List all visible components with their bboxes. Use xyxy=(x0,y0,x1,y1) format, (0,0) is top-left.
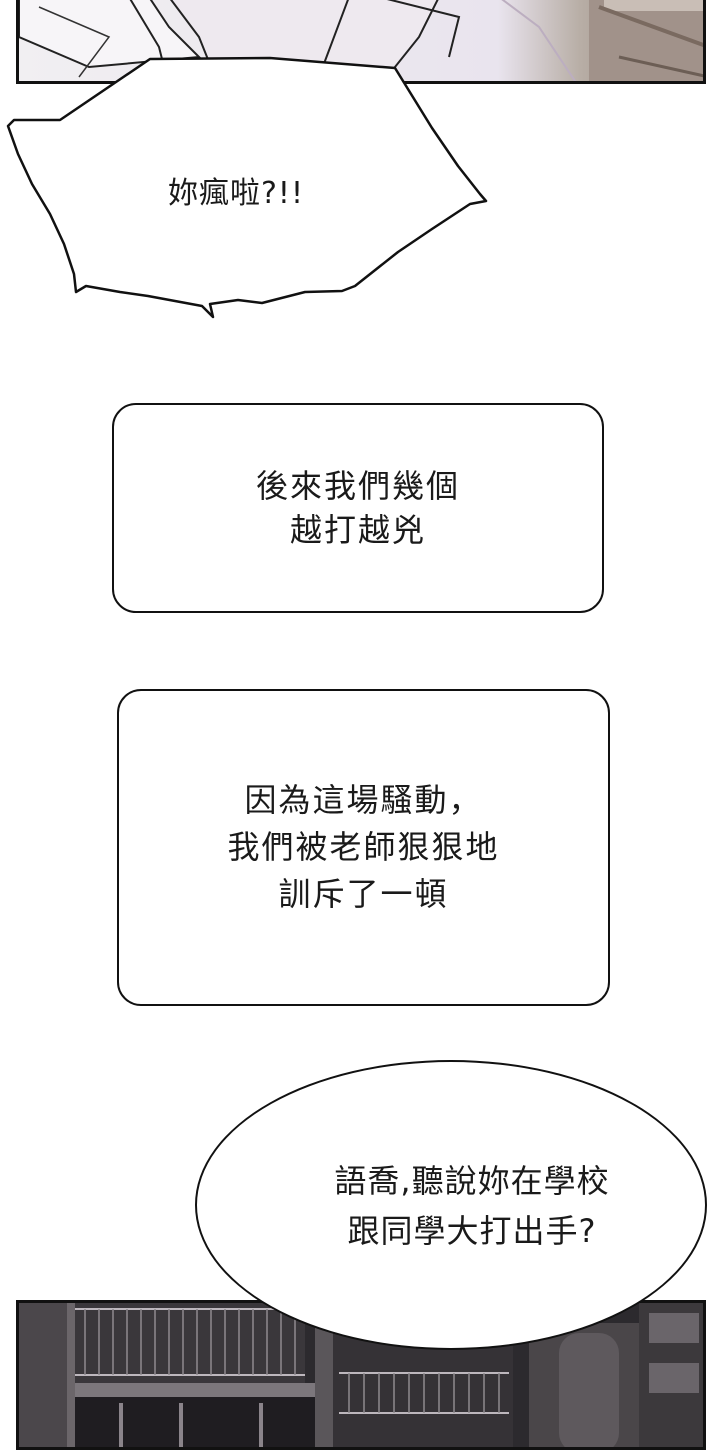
speech-line: 跟同學大打出手? xyxy=(347,1212,597,1250)
narration-line: 因為這場騷動， xyxy=(244,781,483,819)
narration-line: 後來我們幾個 xyxy=(255,467,460,505)
shout-text: 妳瘋啦?!! xyxy=(168,176,304,211)
speech-bubble: 語喬,聽說妳在學校 跟同學大打出手? xyxy=(195,1060,707,1350)
shout-bubble xyxy=(6,56,488,319)
narration-line: 我們被老師狠狠地 xyxy=(227,828,500,866)
narration-box-2: 因為這場騷動， 我們被老師狠狠地 訓斥了一頓 xyxy=(117,689,610,1006)
narration-line: 越打越兇 xyxy=(289,511,426,549)
top-comic-panel xyxy=(16,0,706,84)
speech-line: 語喬,聽說妳在學校 xyxy=(334,1162,610,1200)
narration-box-1: 後來我們幾個 越打越兇 xyxy=(112,403,604,613)
narration-line: 訓斥了一頓 xyxy=(278,875,449,913)
